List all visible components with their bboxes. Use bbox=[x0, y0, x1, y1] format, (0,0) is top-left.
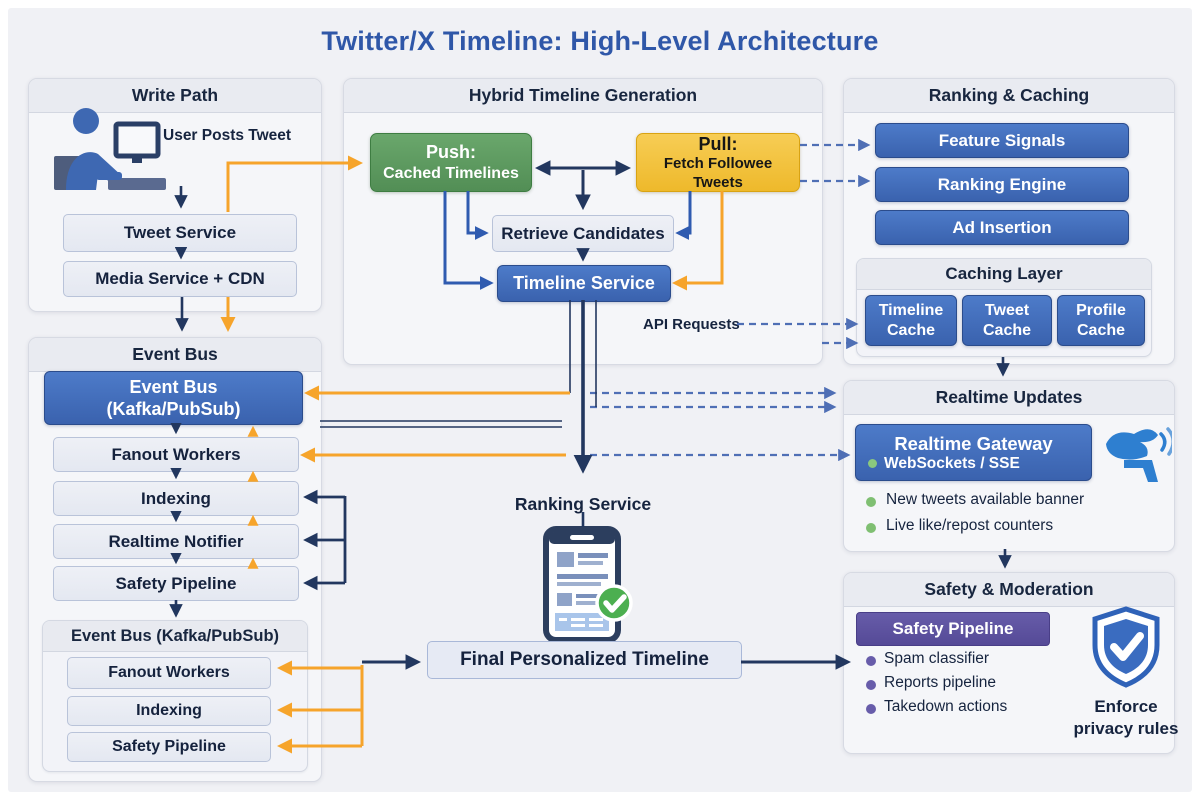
hybrid-header: Hybrid Timeline Generation bbox=[344, 79, 822, 113]
ranking-service-label: Ranking Service bbox=[514, 494, 652, 514]
realtime-feature-1: New tweets available banner bbox=[886, 491, 1085, 508]
ad-insertion-node: Ad Insertion bbox=[875, 210, 1129, 245]
pull-node: Pull: Fetch Followee Tweets bbox=[636, 133, 800, 192]
purple-bullet-icon bbox=[866, 704, 876, 714]
realtime-feature-2: Live like/repost counters bbox=[886, 517, 1054, 534]
safety-header: Safety & Moderation bbox=[844, 573, 1174, 607]
event-bus-main-line1: Event Bus bbox=[129, 376, 218, 397]
caching-layer-header: Caching Layer bbox=[857, 259, 1151, 290]
shield-check-icon bbox=[1092, 606, 1160, 688]
user-at-computer-icon bbox=[54, 108, 166, 190]
event-bus-main-node: Event Bus (Kafka/PubSub) bbox=[44, 371, 303, 425]
push-line1: Push: bbox=[425, 142, 476, 163]
realtime-notifier-node: Realtime Notifier bbox=[53, 524, 299, 559]
sub-indexing-node: Indexing bbox=[67, 696, 271, 726]
realtime-gateway-node: Realtime Gateway WebSockets / SSE bbox=[855, 424, 1092, 481]
realtime-header: Realtime Updates bbox=[844, 381, 1174, 415]
gateway-subtitle-row: WebSockets / SSE bbox=[868, 455, 1020, 473]
gateway-subtitle: WebSockets / SSE bbox=[884, 454, 1020, 472]
shield-caption-line1: Enforce bbox=[1094, 697, 1158, 716]
timeline-cache-node: Timeline Cache bbox=[865, 295, 957, 346]
api-requests-label: API Requests bbox=[643, 316, 740, 333]
green-bullet-icon bbox=[866, 497, 876, 507]
safety-item-1: Spam classifier bbox=[884, 650, 990, 667]
diagram-title: Twitter/X Timeline: High-Level Architect… bbox=[321, 26, 879, 56]
green-bullet-icon bbox=[868, 459, 877, 468]
hybrid-panel: Hybrid Timeline Generation bbox=[343, 78, 823, 365]
gateway-title: Realtime Gateway bbox=[894, 432, 1053, 454]
pull-line2: Fetch Followee Tweets bbox=[663, 155, 773, 191]
purple-bullet-icon bbox=[866, 680, 876, 690]
realtime-broadcast-icon bbox=[1106, 427, 1172, 482]
retrieve-candidates-node: Retrieve Candidates bbox=[492, 215, 674, 252]
pull-line1: Pull: bbox=[698, 133, 738, 154]
push-line2: Cached Timelines bbox=[383, 164, 519, 182]
final-timeline-node: Final Personalized Timeline bbox=[427, 641, 742, 679]
event-bus-header: Event Bus bbox=[29, 338, 321, 372]
profile-cache-node: Profile Cache bbox=[1057, 295, 1145, 346]
safety-item-3: Takedown actions bbox=[884, 698, 1008, 715]
event-bus-main-line2: (Kafka/PubSub) bbox=[106, 399, 241, 419]
event-bus-subpanel-header: Event Bus (Kafka/PubSub) bbox=[43, 621, 307, 652]
tweet-cache-node: Tweet Cache bbox=[962, 295, 1052, 346]
media-service-cdn-node: Media Service + CDN bbox=[63, 261, 297, 297]
sub-safety-pipeline-node: Safety Pipeline bbox=[67, 732, 271, 762]
indexing-node: Indexing bbox=[53, 481, 299, 516]
write-path-header: Write Path bbox=[29, 79, 321, 113]
safety-pipeline-node: Safety Pipeline bbox=[53, 566, 299, 601]
safety-panel: Safety & Moderation bbox=[843, 572, 1175, 754]
timeline-service-node: Timeline Service bbox=[497, 265, 671, 302]
green-bullet-icon bbox=[866, 523, 876, 533]
sub-fanout-workers-node: Fanout Workers bbox=[67, 657, 271, 689]
ranking-caching-header: Ranking & Caching bbox=[844, 79, 1174, 113]
fanout-workers-node: Fanout Workers bbox=[53, 437, 299, 472]
user-posts-tweet-label: User Posts Tweet bbox=[163, 127, 292, 144]
feature-signals-node: Feature Signals bbox=[875, 123, 1129, 158]
safety-pipeline-badge: Safety Pipeline bbox=[856, 612, 1050, 646]
tweet-service-node: Tweet Service bbox=[63, 214, 297, 252]
safety-item-2: Reports pipeline bbox=[884, 674, 997, 691]
phone-timeline-icon bbox=[543, 526, 633, 643]
purple-bullet-icon bbox=[866, 656, 876, 666]
push-node: Push: Cached Timelines bbox=[370, 133, 532, 192]
shield-caption-line2: privacy rules bbox=[1073, 719, 1179, 738]
ranking-engine-node: Ranking Engine bbox=[875, 167, 1129, 202]
